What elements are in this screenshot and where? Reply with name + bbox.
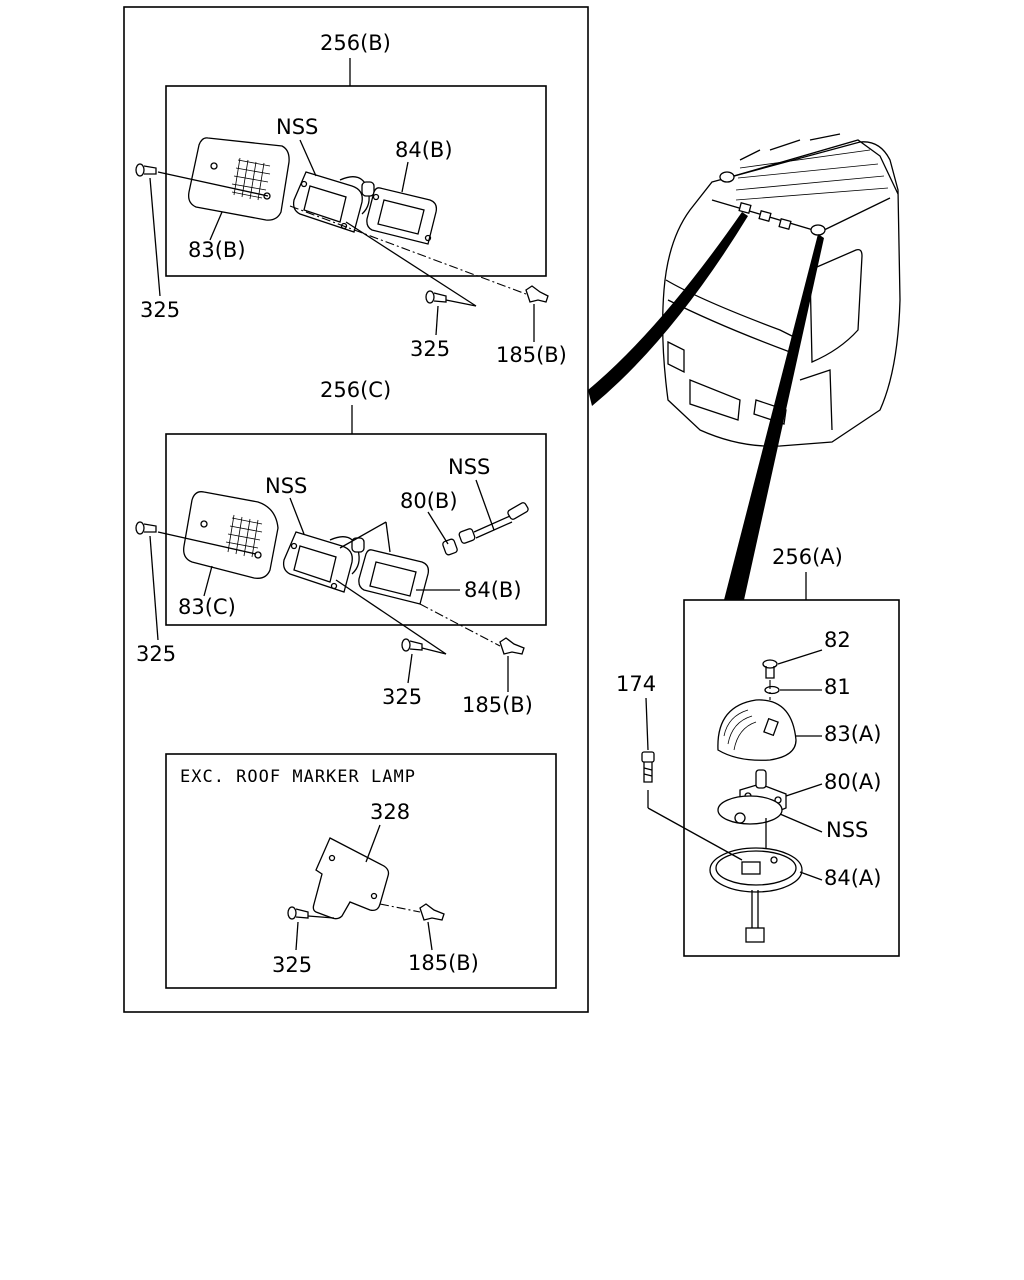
label-256a: 256(A) — [772, 545, 843, 569]
clip-185b-c — [499, 637, 525, 655]
callout-label-a-80: 80(A) — [824, 770, 881, 794]
lens-83b — [188, 137, 290, 221]
callout-label-a-nss: NSS — [826, 818, 868, 842]
label-256c: 256(C) — [320, 378, 391, 402]
bolt-174 — [641, 751, 655, 783]
callout-label-a-82: 82 — [824, 628, 851, 652]
callout-label-b-84: 84(B) — [395, 138, 453, 162]
callout-label-c-325-left: 325 — [136, 642, 176, 666]
clip-185b — [525, 285, 549, 303]
callout-label-exc-325: 325 — [272, 953, 312, 977]
lens-83c — [183, 491, 279, 579]
gasket-84b — [366, 187, 438, 245]
callout-label-b-325-left: 325 — [140, 298, 180, 322]
group-256b: 256(B) — [135, 31, 567, 367]
washer-81 — [764, 685, 780, 695]
exc-title: EXC. ROOF MARKER LAMP — [180, 767, 416, 787]
callout-label-c-325-bottom: 325 — [382, 685, 422, 709]
group-256c: 256(C) — [135, 378, 547, 717]
screw-82 — [762, 659, 778, 679]
group-256a: 256(A) — [616, 545, 900, 957]
box-exc-roof-marker — [165, 753, 557, 989]
screw-325-exc — [287, 906, 309, 920]
box-256c — [165, 433, 547, 626]
callout-label-b-83: 83(B) — [188, 238, 246, 262]
screw-325-bottom-b — [425, 290, 447, 304]
callout-label-c-83: 83(C) — [178, 595, 236, 619]
left-panel-frame — [123, 6, 589, 1013]
screw-325-bottom-c — [401, 638, 423, 652]
clip-185b-exc — [419, 903, 445, 921]
callout-label-exc-185: 185(B) — [408, 951, 479, 975]
housing-nss-b — [292, 171, 375, 233]
callout-label-b-185: 185(B) — [496, 343, 567, 367]
callout-label-c-80: 80(B) — [400, 489, 458, 513]
group-exc-roof-marker: EXC. ROOF MARKER LAMP 328 325 185(B) — [165, 753, 557, 989]
callout-label-c-nss-2: NSS — [448, 455, 490, 479]
callout-label-a-174: 174 — [616, 672, 656, 696]
base-nss-a — [717, 795, 783, 850]
box-256a — [683, 599, 900, 957]
callout-label-b-325-bottom: 325 — [410, 337, 450, 361]
callout-label-a-81: 81 — [824, 675, 851, 699]
box-256b — [165, 85, 547, 277]
callout-label-a-83: 83(A) — [824, 722, 881, 746]
callout-label-c-84: 84(B) — [464, 578, 522, 602]
screw-325-left-b — [135, 163, 157, 177]
gasket-84b-c — [358, 549, 430, 605]
truck-cab-illustration — [662, 133, 901, 447]
socket-80b — [442, 502, 529, 556]
screw-325-left-c — [135, 521, 157, 535]
cover-328 — [312, 837, 390, 920]
pointer-band-b — [588, 212, 748, 406]
dome-83a — [717, 699, 797, 761]
label-256b: 256(B) — [320, 31, 391, 55]
gasket-84a — [709, 847, 803, 893]
callout-label-c-185: 185(B) — [462, 693, 533, 717]
callout-label-exc-328: 328 — [370, 800, 410, 824]
callout-label-c-nss: NSS — [265, 474, 307, 498]
connector-wire — [745, 890, 765, 943]
callout-label-b-nss: NSS — [276, 115, 318, 139]
callout-label-a-84: 84(A) — [824, 866, 881, 890]
pointer-band-a — [724, 234, 824, 600]
